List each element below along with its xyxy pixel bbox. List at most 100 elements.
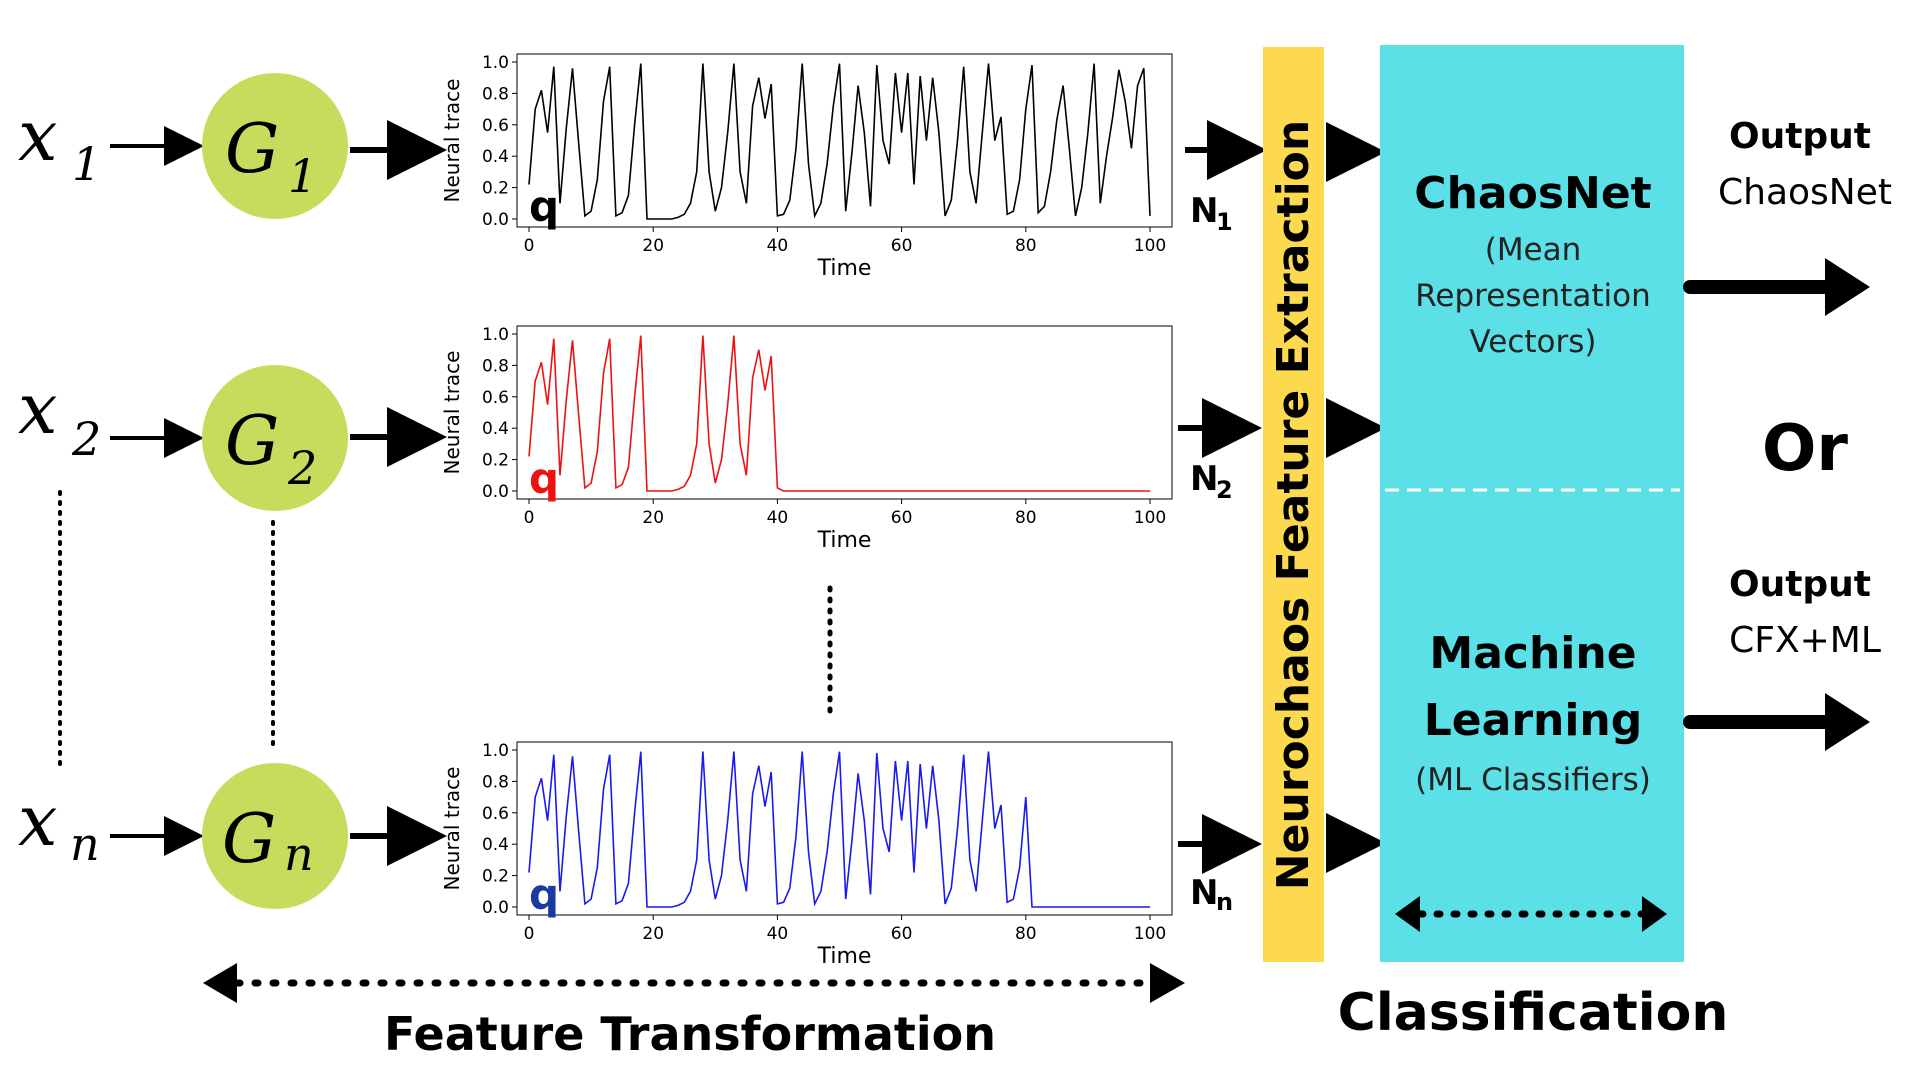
input-x2-var: x	[18, 368, 57, 450]
x-tick-label: 100	[1134, 236, 1166, 256]
x-tick-label: 60	[891, 236, 913, 256]
neuron-n1-sub: 1	[1216, 208, 1233, 236]
chaosnet-sub-line-3: Vectors)	[1469, 324, 1596, 360]
y-axis-label: Neural trace	[440, 351, 464, 475]
x-tick-label: 80	[1015, 236, 1037, 256]
feature-transformation-double-arrow	[203, 963, 1185, 1003]
classifier-box	[1380, 45, 1684, 962]
x-axis-label: Time	[817, 528, 872, 553]
q-marker-label: q	[529, 182, 559, 231]
y-tick-label: 0.0	[482, 210, 509, 230]
y-tick-label: 0.4	[482, 419, 509, 439]
x-axis-label: Time	[817, 256, 872, 281]
x-tick-label: 60	[891, 924, 913, 944]
y-tick-label: 0.2	[482, 179, 509, 199]
node-g2-sub: 2	[287, 441, 317, 495]
chaosnet-sub-line-1: (Mean	[1485, 232, 1582, 268]
x-tick-label: 0	[524, 236, 535, 256]
node-g1	[202, 73, 348, 219]
y-tick-label: 0.4	[482, 147, 509, 167]
neuron-nn-letter: N	[1190, 873, 1218, 913]
x-tick-label: 80	[1015, 924, 1037, 944]
y-tick-label: 0.8	[482, 356, 509, 376]
y-tick-label: 0.2	[482, 867, 509, 887]
ml-sub: (ML Classifiers)	[1415, 762, 1651, 798]
input-row-1: x 1 G 1	[18, 73, 447, 219]
x-axis-label: Time	[817, 944, 872, 969]
ml-title-line-1: Machine	[1429, 628, 1636, 679]
or-label: Or	[1762, 412, 1848, 486]
node-g2	[202, 365, 348, 511]
y-tick-label: 0.8	[482, 772, 509, 792]
output-bottom-value: CFX+ML	[1729, 620, 1881, 661]
node-g1-letter: G	[225, 110, 279, 189]
y-tick-label: 1.0	[482, 325, 509, 345]
y-tick-label: 0.6	[482, 388, 509, 408]
node-gn-sub: n	[284, 827, 314, 881]
y-tick-label: 0.4	[482, 835, 509, 855]
chaosnet-title: ChaosNet	[1414, 168, 1651, 219]
y-tick-label: 1.0	[482, 741, 509, 761]
input-x1-sub: 1	[72, 137, 101, 191]
output-bottom-title: Output	[1729, 564, 1871, 605]
ml-title-line-2: Learning	[1424, 695, 1643, 746]
chart-frame	[516, 741, 1173, 916]
input-xn-sub: n	[70, 817, 100, 871]
chaosnet-sub-line-2: Representation	[1415, 278, 1650, 314]
node-g1-sub: 1	[288, 149, 317, 203]
x-tick-label: 20	[642, 508, 664, 528]
output-top-title: Output	[1729, 116, 1871, 157]
series-line	[528, 335, 1150, 492]
y-axis-label: Neural trace	[440, 767, 464, 891]
x-tick-label: 20	[642, 236, 664, 256]
feature-extraction-label: Neurochaos Feature Extraction	[1268, 120, 1319, 890]
output-top-arrow	[1683, 258, 1870, 316]
neuron-n2-letter: N	[1190, 459, 1218, 499]
input-x2-sub: 2	[71, 412, 101, 466]
input-xn-var: x	[18, 780, 57, 862]
input-x1-var: x	[18, 95, 57, 177]
q-marker-label: q	[529, 454, 559, 503]
input-row-n: x n G n	[18, 763, 447, 909]
x-tick-label: 40	[767, 924, 789, 944]
series-line	[528, 751, 1150, 908]
x-tick-label: 60	[891, 508, 913, 528]
feature-transformation-label: Feature Transformation	[384, 1007, 996, 1061]
x-tick-label: 40	[767, 236, 789, 256]
output-top-value: ChaosNet	[1718, 172, 1892, 213]
y-axis-label: Neural trace	[440, 79, 464, 203]
neuron-n2-sub: 2	[1216, 476, 1233, 504]
y-tick-label: 0.6	[482, 804, 509, 824]
feature-extraction-bar	[1263, 47, 1324, 962]
neuron-nn-sub: n	[1216, 888, 1233, 916]
classifier-double-arrow	[1395, 896, 1667, 932]
classification-label: Classification	[1338, 983, 1729, 1043]
x-tick-label: 100	[1134, 924, 1166, 944]
y-tick-label: 0.8	[482, 84, 509, 104]
node-g2-letter: G	[225, 402, 279, 481]
y-tick-label: 1.0	[482, 53, 509, 73]
x-tick-label: 0	[524, 508, 535, 528]
series-line	[528, 63, 1151, 220]
y-tick-label: 0.6	[482, 116, 509, 136]
neuron-n1-letter: N	[1190, 191, 1218, 231]
q-marker-label: q	[529, 870, 559, 919]
node-gn-letter: G	[222, 800, 276, 879]
output-bottom-arrow	[1683, 693, 1870, 751]
node-gn	[202, 763, 348, 909]
x-tick-label: 0	[524, 924, 535, 944]
y-tick-label: 0.0	[482, 482, 509, 502]
x-tick-label: 20	[642, 924, 664, 944]
input-row-2: x 2 G 2	[18, 365, 447, 511]
x-tick-label: 100	[1134, 508, 1166, 528]
chart-frame	[516, 53, 1173, 228]
y-tick-label: 0.0	[482, 898, 509, 918]
x-tick-label: 40	[767, 508, 789, 528]
chart-frame	[516, 325, 1173, 500]
x-tick-label: 80	[1015, 508, 1037, 528]
y-tick-label: 0.2	[482, 451, 509, 471]
